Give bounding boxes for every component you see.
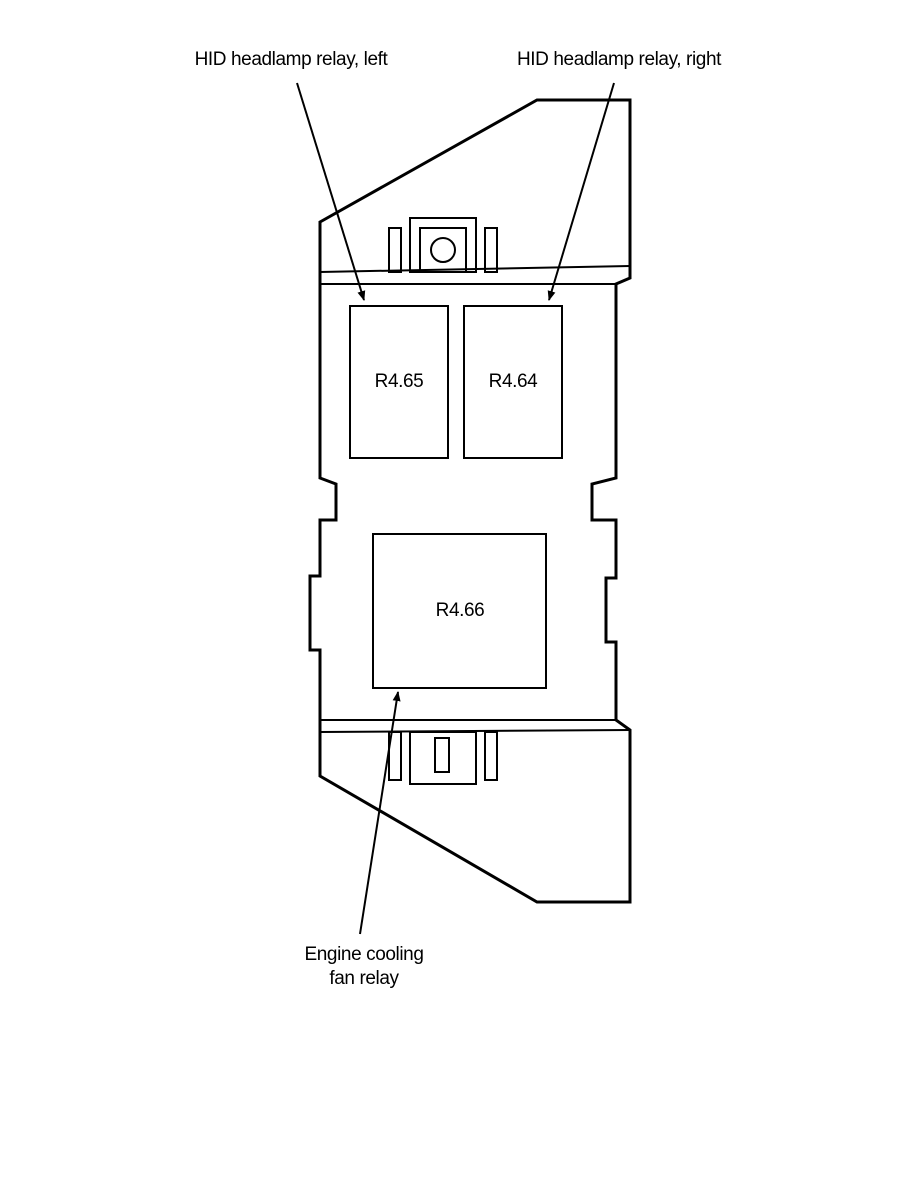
relay-r4-64-label: R4.64: [489, 371, 539, 392]
leader-line-cooling-fan: [359, 691, 401, 935]
relay-box-housing: [308, 98, 632, 904]
relay-r4-65: R4.65: [349, 305, 449, 459]
callout-hid-right: HID headlamp relay, right: [517, 49, 722, 70]
top-mounting-clip: [388, 217, 498, 273]
relay-r4-66: R4.66: [372, 533, 547, 689]
relay-r4-66-label: R4.66: [436, 600, 485, 621]
callout-cooling-fan-line1: Engine cooling: [304, 944, 423, 965]
callout-hid-left: HID headlamp relay, left: [195, 49, 389, 70]
bottom-mounting-clip: [388, 731, 498, 785]
mounting-hole-icon: [430, 237, 456, 263]
callout-cooling-fan-line2: fan relay: [329, 968, 399, 989]
leader-line-hid-right: [547, 82, 615, 301]
relay-r4-65-label: R4.65: [375, 371, 424, 392]
relay-r4-64: R4.64: [463, 305, 563, 459]
leader-line-hid-left: [296, 82, 366, 301]
